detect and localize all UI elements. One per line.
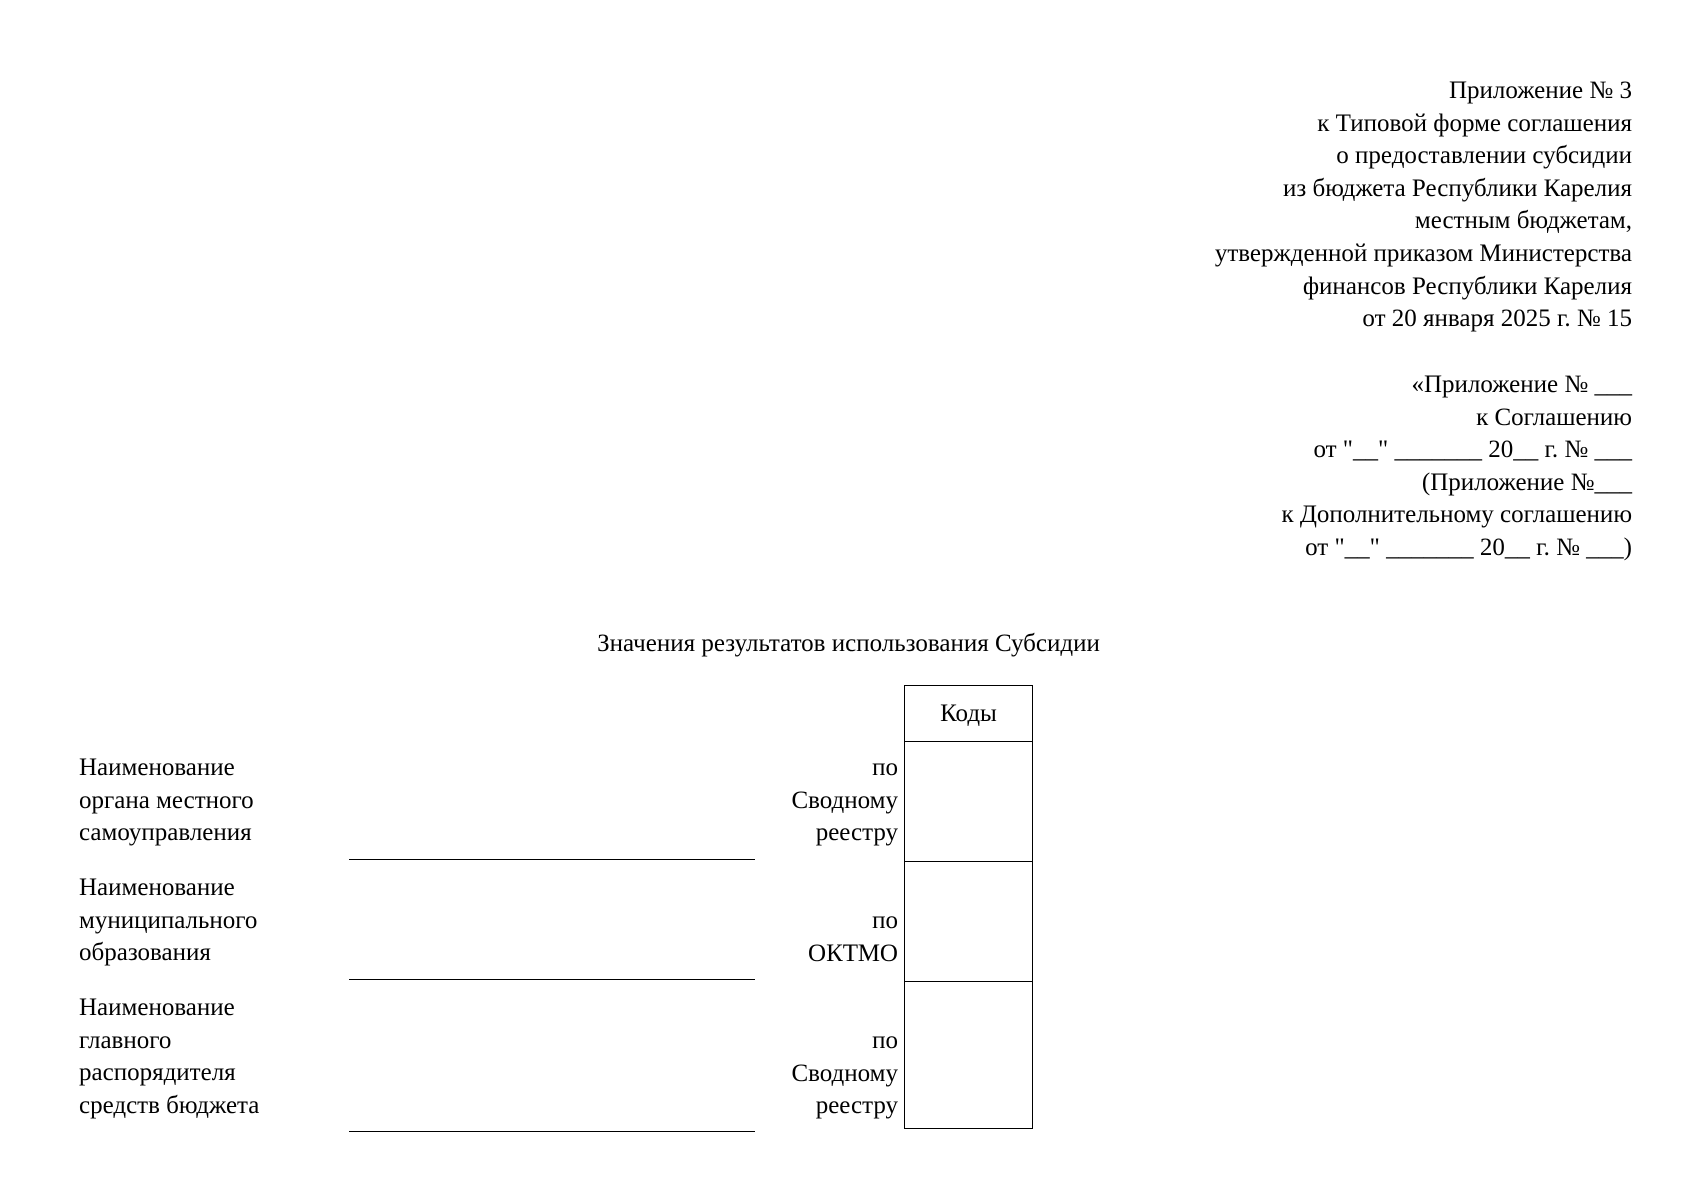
row-3-label: Наименование главного распорядителя сред… <box>79 992 319 1122</box>
code-cell-registry[interactable] <box>905 741 1032 861</box>
row-3-label-line: средств бюджета <box>79 1091 260 1119</box>
approval-line: о предоставлении субсидии <box>1336 142 1632 170</box>
annex-line: к Дополнительному соглашению <box>1281 501 1632 529</box>
row-1-label: Наименование органа местного самоуправле… <box>79 752 319 850</box>
annex-line: «Приложение № ___ <box>1411 371 1632 398</box>
row-2-label-line: муниципального <box>79 906 258 934</box>
row-3-label-line: Наименование <box>79 994 235 1021</box>
row-1-label-line: самоуправления <box>79 819 252 847</box>
approval-line: к Типовой форме соглашения <box>1317 109 1632 137</box>
row-2-label-line: Наименование <box>79 874 235 901</box>
row-3-code-label-line: реестру <box>815 1092 898 1120</box>
codes-table: Коды <box>904 685 1033 1129</box>
code-cell-oktmo[interactable] <box>905 861 1032 981</box>
approval-line: финансов Республики Карелия <box>1302 272 1632 300</box>
row-3-fill-line[interactable] <box>349 1131 755 1132</box>
code-cell-registry-2[interactable] <box>905 981 1032 1129</box>
document-title: Значения результатов использования Субси… <box>597 630 1100 657</box>
approval-line: местным бюджетам, <box>1414 207 1632 235</box>
row-2-code-label: по ОКТМО <box>738 905 898 970</box>
row-2-code-label-line: по <box>872 907 898 934</box>
approval-block: Приложение № 3 к Типовой форме соглашени… <box>1072 75 1632 336</box>
row-3-label-line: распорядителя <box>79 1059 236 1087</box>
row-1-fill-line[interactable] <box>349 859 755 860</box>
row-3-code-label: по Сводному реестру <box>738 1025 898 1123</box>
row-3-code-label-line: по <box>872 1027 898 1054</box>
row-2-code-label-line: ОКТМО <box>808 939 898 967</box>
row-1-code-label-line: Сводному <box>791 786 898 814</box>
annex-block: «Приложение № ___ к Соглашению от "__" _… <box>1072 369 1632 565</box>
approval-line: от 20 января 2025 г. № 15 <box>1362 305 1632 333</box>
row-1-code-label: по Сводному реестру <box>738 752 898 850</box>
row-2-fill-line[interactable] <box>349 979 755 980</box>
row-1-code-label-line: по <box>872 754 898 781</box>
row-1-code-label-line: реестру <box>815 819 898 847</box>
row-3-code-label-line: Сводному <box>791 1059 898 1087</box>
row-1-label-line: органа местного <box>79 786 254 814</box>
approval-line: Приложение № 3 <box>1448 77 1632 104</box>
annex-line: от "__" _______ 20__ г. № ___) <box>1305 533 1632 561</box>
annex-line: от "__" _______ 20__ г. № ___ <box>1313 436 1632 464</box>
approval-line: из бюджета Республики Карелия <box>1282 174 1632 202</box>
row-3-label-line: главного <box>79 1026 172 1054</box>
row-2-label-line: образования <box>79 939 211 967</box>
annex-line: (Приложение №___ <box>1421 468 1632 496</box>
row-2-label: Наименование муниципального образования <box>79 872 319 970</box>
approval-line: утвержденной приказом Министерства <box>1214 239 1632 267</box>
row-1-label-line: Наименование <box>79 754 235 781</box>
annex-line: к Соглашению <box>1476 403 1632 431</box>
codes-header: Коды <box>940 700 997 727</box>
